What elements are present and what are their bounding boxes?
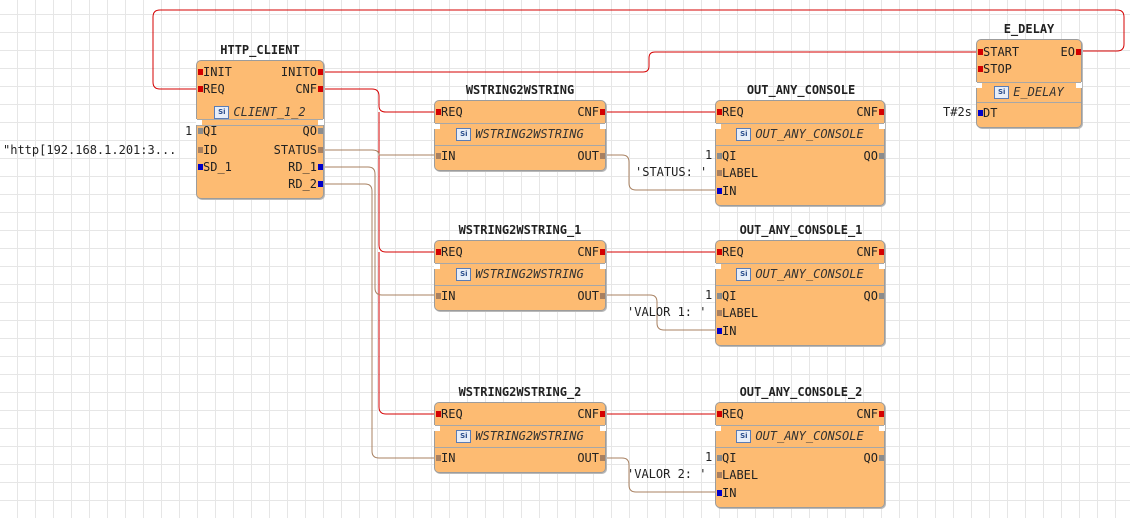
pin-status[interactable]: STATUS <box>274 143 323 157</box>
pin-in[interactable]: IN <box>717 184 736 198</box>
pin-req[interactable]: REQ <box>717 105 744 119</box>
pin-start[interactable]: START <box>978 45 1019 59</box>
param-console1-label[interactable]: 'VALOR 1: ' <box>627 305 707 319</box>
wire-client-status-to-ws-in <box>323 149 434 156</box>
function-block-type-icon: Si <box>456 127 472 141</box>
function-block-type-icon: Si <box>456 267 472 281</box>
function-block-type-icon: Si <box>214 105 230 119</box>
wire-client-cnf-to-ws1-req <box>378 112 434 253</box>
param-console-qi[interactable]: 1 <box>705 148 713 162</box>
wire-client-cnf-to-ws2-req <box>378 252 434 415</box>
pin-req[interactable]: REQ <box>198 82 225 96</box>
pin-sd-1[interactable]: SD_1 <box>198 160 232 174</box>
param-delay-dt[interactable]: T#2s <box>943 105 972 119</box>
function-block-type-icon: Si <box>456 429 472 443</box>
pin-rd-2[interactable]: RD_2 <box>288 177 323 191</box>
pin-cnf[interactable]: CNF <box>577 245 605 259</box>
block-instance-name: WSTRING2WSTRING_2 <box>458 385 582 399</box>
block-instance-name: HTTP_CLIENT <box>220 43 300 57</box>
pin-qi[interactable]: QI <box>717 289 736 303</box>
function-block-type-icon: Si <box>736 127 752 141</box>
block-instance-name: OUT_ANY_CONSOLE <box>746 83 856 97</box>
pin-id[interactable]: ID <box>198 143 217 157</box>
pin-in[interactable]: IN <box>717 486 736 500</box>
block-instance-name: WSTRING2WSTRING <box>465 83 575 97</box>
wire-client-rd2-to-ws2-in <box>323 183 434 459</box>
pin-in[interactable]: IN <box>436 451 455 465</box>
pin-label[interactable]: LABEL <box>717 468 758 482</box>
wire-ws-out-to-console-in <box>604 154 715 191</box>
block-instance-name: E_DELAY <box>1003 22 1055 36</box>
wire-client-rd1-to-ws1-in <box>323 166 434 296</box>
function-block-type-icon: Si <box>736 429 752 443</box>
wire-ws1-out-to-console1-in <box>604 294 715 331</box>
block-instance-name: WSTRING2WSTRING_1 <box>458 223 582 237</box>
pin-qo[interactable]: QO <box>303 124 323 138</box>
pin-dt[interactable]: DT <box>978 106 997 120</box>
param-console2-qi[interactable]: 1 <box>705 450 713 464</box>
pin-cnf[interactable]: CNF <box>856 245 884 259</box>
pin-inito[interactable]: INITO <box>281 65 323 79</box>
pin-out[interactable]: OUT <box>577 149 605 163</box>
wire-ws2-out-to-console2-in <box>604 457 715 493</box>
param-client-qi[interactable]: 1 <box>185 124 193 138</box>
pin-qo[interactable]: QO <box>864 289 884 303</box>
block-instance-name: OUT_ANY_CONSOLE_1 <box>739 223 863 237</box>
block-instance-name: OUT_ANY_CONSOLE_2 <box>739 385 863 399</box>
pin-qi[interactable]: QI <box>717 451 736 465</box>
pin-label[interactable]: LABEL <box>717 306 758 320</box>
pin-req[interactable]: REQ <box>436 245 463 259</box>
pin-cnf[interactable]: CNF <box>856 407 884 421</box>
param-console1-qi[interactable]: 1 <box>705 288 713 302</box>
pin-cnf[interactable]: CNF <box>577 105 605 119</box>
function-block-type-icon: Si <box>994 85 1010 99</box>
pin-qo[interactable]: QO <box>864 149 884 163</box>
pin-cnf[interactable]: CNF <box>856 105 884 119</box>
pin-in[interactable]: IN <box>436 149 455 163</box>
pin-req[interactable]: REQ <box>717 245 744 259</box>
function-block-type-icon: Si <box>736 267 752 281</box>
pin-stop[interactable]: STOP <box>978 62 1012 76</box>
pin-out[interactable]: OUT <box>577 451 605 465</box>
pin-eo[interactable]: EO <box>1061 45 1081 59</box>
pin-cnf[interactable]: CNF <box>295 82 323 96</box>
pin-cnf[interactable]: CNF <box>577 407 605 421</box>
wire-e-delay-eo-to-client-req <box>152 9 1125 90</box>
wire-client-inito-to-e-delay-start <box>323 51 976 73</box>
pin-qo[interactable]: QO <box>864 451 884 465</box>
pin-label[interactable]: LABEL <box>717 166 758 180</box>
pin-req[interactable]: REQ <box>717 407 744 421</box>
param-console2-label[interactable]: 'VALOR 2: ' <box>627 467 707 481</box>
param-client-id[interactable]: "http[192.168.1.201:3... <box>3 143 177 157</box>
pin-out[interactable]: OUT <box>577 289 605 303</box>
wire-client-cnf-to-ws-req <box>323 88 434 113</box>
pin-in[interactable]: IN <box>436 289 455 303</box>
pin-qi[interactable]: QI <box>717 149 736 163</box>
pin-req[interactable]: REQ <box>436 105 463 119</box>
pin-rd-1[interactable]: RD_1 <box>288 160 323 174</box>
pin-init[interactable]: INIT <box>198 65 232 79</box>
param-console-label[interactable]: 'STATUS: ' <box>635 165 708 179</box>
pin-req[interactable]: REQ <box>436 407 463 421</box>
pin-in[interactable]: IN <box>717 324 736 338</box>
pin-qi[interactable]: QI <box>198 124 217 138</box>
